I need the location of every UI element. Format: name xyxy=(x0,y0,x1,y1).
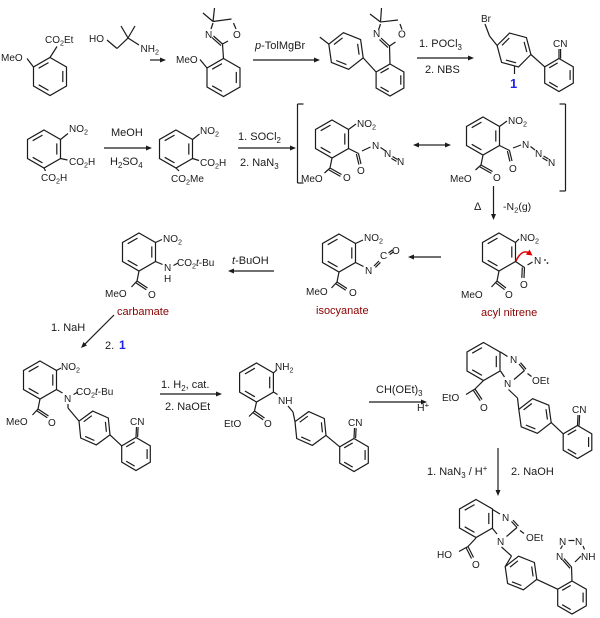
svg-text:NH2​: NH2​ xyxy=(141,44,159,57)
svg-text:OEt: OEt xyxy=(526,533,543,544)
svg-text:N: N xyxy=(559,537,566,548)
svg-text:NH: NH xyxy=(581,552,595,563)
svg-text:N: N xyxy=(548,158,555,169)
svg-text:acyl nitrene: acyl nitrene xyxy=(481,307,537,319)
svg-text:O: O xyxy=(520,280,528,291)
svg-text:EtO: EtO xyxy=(442,393,459,404)
svg-text:NO2​: NO2​ xyxy=(69,124,88,137)
svg-text:1. H2​, cat.: 1. H2​, cat. xyxy=(161,379,209,393)
svg-text:EtO: EtO xyxy=(224,419,241,430)
svg-text:MeO: MeO xyxy=(1,53,23,64)
svg-text:CN: CN xyxy=(130,417,144,428)
svg-text:O: O xyxy=(493,173,501,184)
svg-text:N: N xyxy=(522,140,529,151)
svg-text:CO2​Et: CO2​Et xyxy=(45,35,74,48)
svg-text:H2​SO4​: H2​SO4​ xyxy=(110,156,143,170)
svg-text:NH: NH xyxy=(278,396,292,407)
svg-text:CN: CN xyxy=(572,405,586,416)
svg-text:p-TolMgBr: p-TolMgBr xyxy=(254,40,305,52)
svg-text:N: N xyxy=(535,149,542,160)
svg-text:O: O xyxy=(357,166,365,177)
svg-text:NO2​: NO2​ xyxy=(200,126,219,139)
svg-text:H: H xyxy=(164,274,171,285)
svg-text:CO2​H: CO2​H xyxy=(69,157,95,170)
svg-text:O: O xyxy=(349,288,357,299)
svg-text:NO2​: NO2​ xyxy=(364,233,383,246)
svg-text:O: O xyxy=(233,30,241,41)
svg-text:MeO: MeO xyxy=(105,289,127,300)
svg-text:N: N xyxy=(372,141,379,152)
svg-text:O: O xyxy=(343,173,351,184)
svg-text:H+​: H+​ xyxy=(417,400,430,414)
svg-text:2. NaN3​: 2. NaN3​ xyxy=(240,157,279,171)
svg-text:2. NaOH: 2. NaOH xyxy=(511,466,554,478)
svg-text:N: N xyxy=(575,537,582,548)
svg-text:CO2​H: CO2​H xyxy=(41,173,67,186)
svg-text:N: N xyxy=(497,537,504,548)
svg-text:1. SOCl2​: 1. SOCl2​ xyxy=(238,131,281,145)
svg-text:isocyanate: isocyanate xyxy=(316,305,369,317)
svg-text:CO2​H: CO2​H xyxy=(200,158,226,171)
svg-text:O: O xyxy=(480,403,488,414)
svg-text:O: O xyxy=(472,560,480,571)
svg-text:NO2​: NO2​ xyxy=(357,119,376,132)
svg-text:2. NaOEt: 2. NaOEt xyxy=(165,401,210,413)
svg-text:N: N xyxy=(502,513,509,524)
svg-text:CO2​t-Bu: CO2​t-Bu xyxy=(177,258,214,271)
svg-text:O: O xyxy=(505,290,513,301)
svg-text:N: N xyxy=(384,149,391,160)
svg-text:CH(OEt)3​: CH(OEt)3​ xyxy=(376,384,423,398)
svg-text:CO2​t-Bu: CO2​t-Bu xyxy=(76,387,113,400)
svg-text:2.: 2. xyxy=(105,340,114,352)
svg-text:CN: CN xyxy=(348,418,362,429)
svg-text:MeO: MeO xyxy=(301,174,323,185)
svg-text:N: N xyxy=(64,394,71,405)
svg-text:HO: HO xyxy=(437,550,452,561)
svg-text:NO2​: NO2​ xyxy=(163,234,182,247)
svg-text:MeO: MeO xyxy=(306,287,328,298)
svg-text:N: N xyxy=(205,30,212,41)
svg-text:O: O xyxy=(148,290,156,301)
svg-text:MeO: MeO xyxy=(461,290,483,301)
svg-text:NO2​: NO2​ xyxy=(61,362,80,375)
svg-text:-N2​(g): -N2​(g) xyxy=(503,201,531,215)
svg-text:1. NaH: 1. NaH xyxy=(51,322,85,334)
svg-text:N: N xyxy=(504,379,511,390)
svg-text:NH2​: NH2​ xyxy=(275,362,293,375)
svg-text:MeO: MeO xyxy=(6,417,28,428)
svg-text:1: 1 xyxy=(119,338,126,352)
svg-text:N: N xyxy=(365,266,372,277)
svg-text:1: 1 xyxy=(510,76,517,91)
svg-text:Δ: Δ xyxy=(474,201,482,213)
svg-text:N: N xyxy=(510,355,517,366)
svg-text:O: O xyxy=(48,418,56,429)
svg-text:MeOH: MeOH xyxy=(111,127,143,139)
svg-text:CN: CN xyxy=(553,39,567,50)
svg-text:O: O xyxy=(398,30,406,41)
svg-text:N: N xyxy=(373,29,380,40)
svg-text:CO2​Me: CO2​Me xyxy=(171,174,204,187)
svg-text:N: N xyxy=(534,256,541,267)
svg-text:NO2​: NO2​ xyxy=(520,233,539,246)
svg-text:O: O xyxy=(509,164,517,175)
svg-text:C: C xyxy=(380,251,387,262)
svg-text:N: N xyxy=(164,263,171,274)
svg-text:OEt: OEt xyxy=(532,376,549,387)
svg-text:O: O xyxy=(392,246,400,257)
svg-text:MeO: MeO xyxy=(176,55,198,66)
svg-text:carbamate: carbamate xyxy=(117,306,169,318)
svg-text:HO: HO xyxy=(89,34,104,45)
svg-text:MeO: MeO xyxy=(450,174,472,185)
svg-text:1. NaN3​ / H+​: 1. NaN3​ / H+​ xyxy=(427,464,488,480)
svg-text:Br: Br xyxy=(481,14,492,25)
svg-text:NO2​: NO2​ xyxy=(508,116,527,129)
svg-text:t-BuOH: t-BuOH xyxy=(232,255,269,267)
svg-text:O: O xyxy=(264,419,272,430)
svg-text:2. NBS: 2. NBS xyxy=(425,64,460,76)
svg-text:N: N xyxy=(556,552,563,563)
svg-text:1. POCl3​: 1. POCl3​ xyxy=(419,38,463,52)
svg-text:N: N xyxy=(397,157,404,168)
